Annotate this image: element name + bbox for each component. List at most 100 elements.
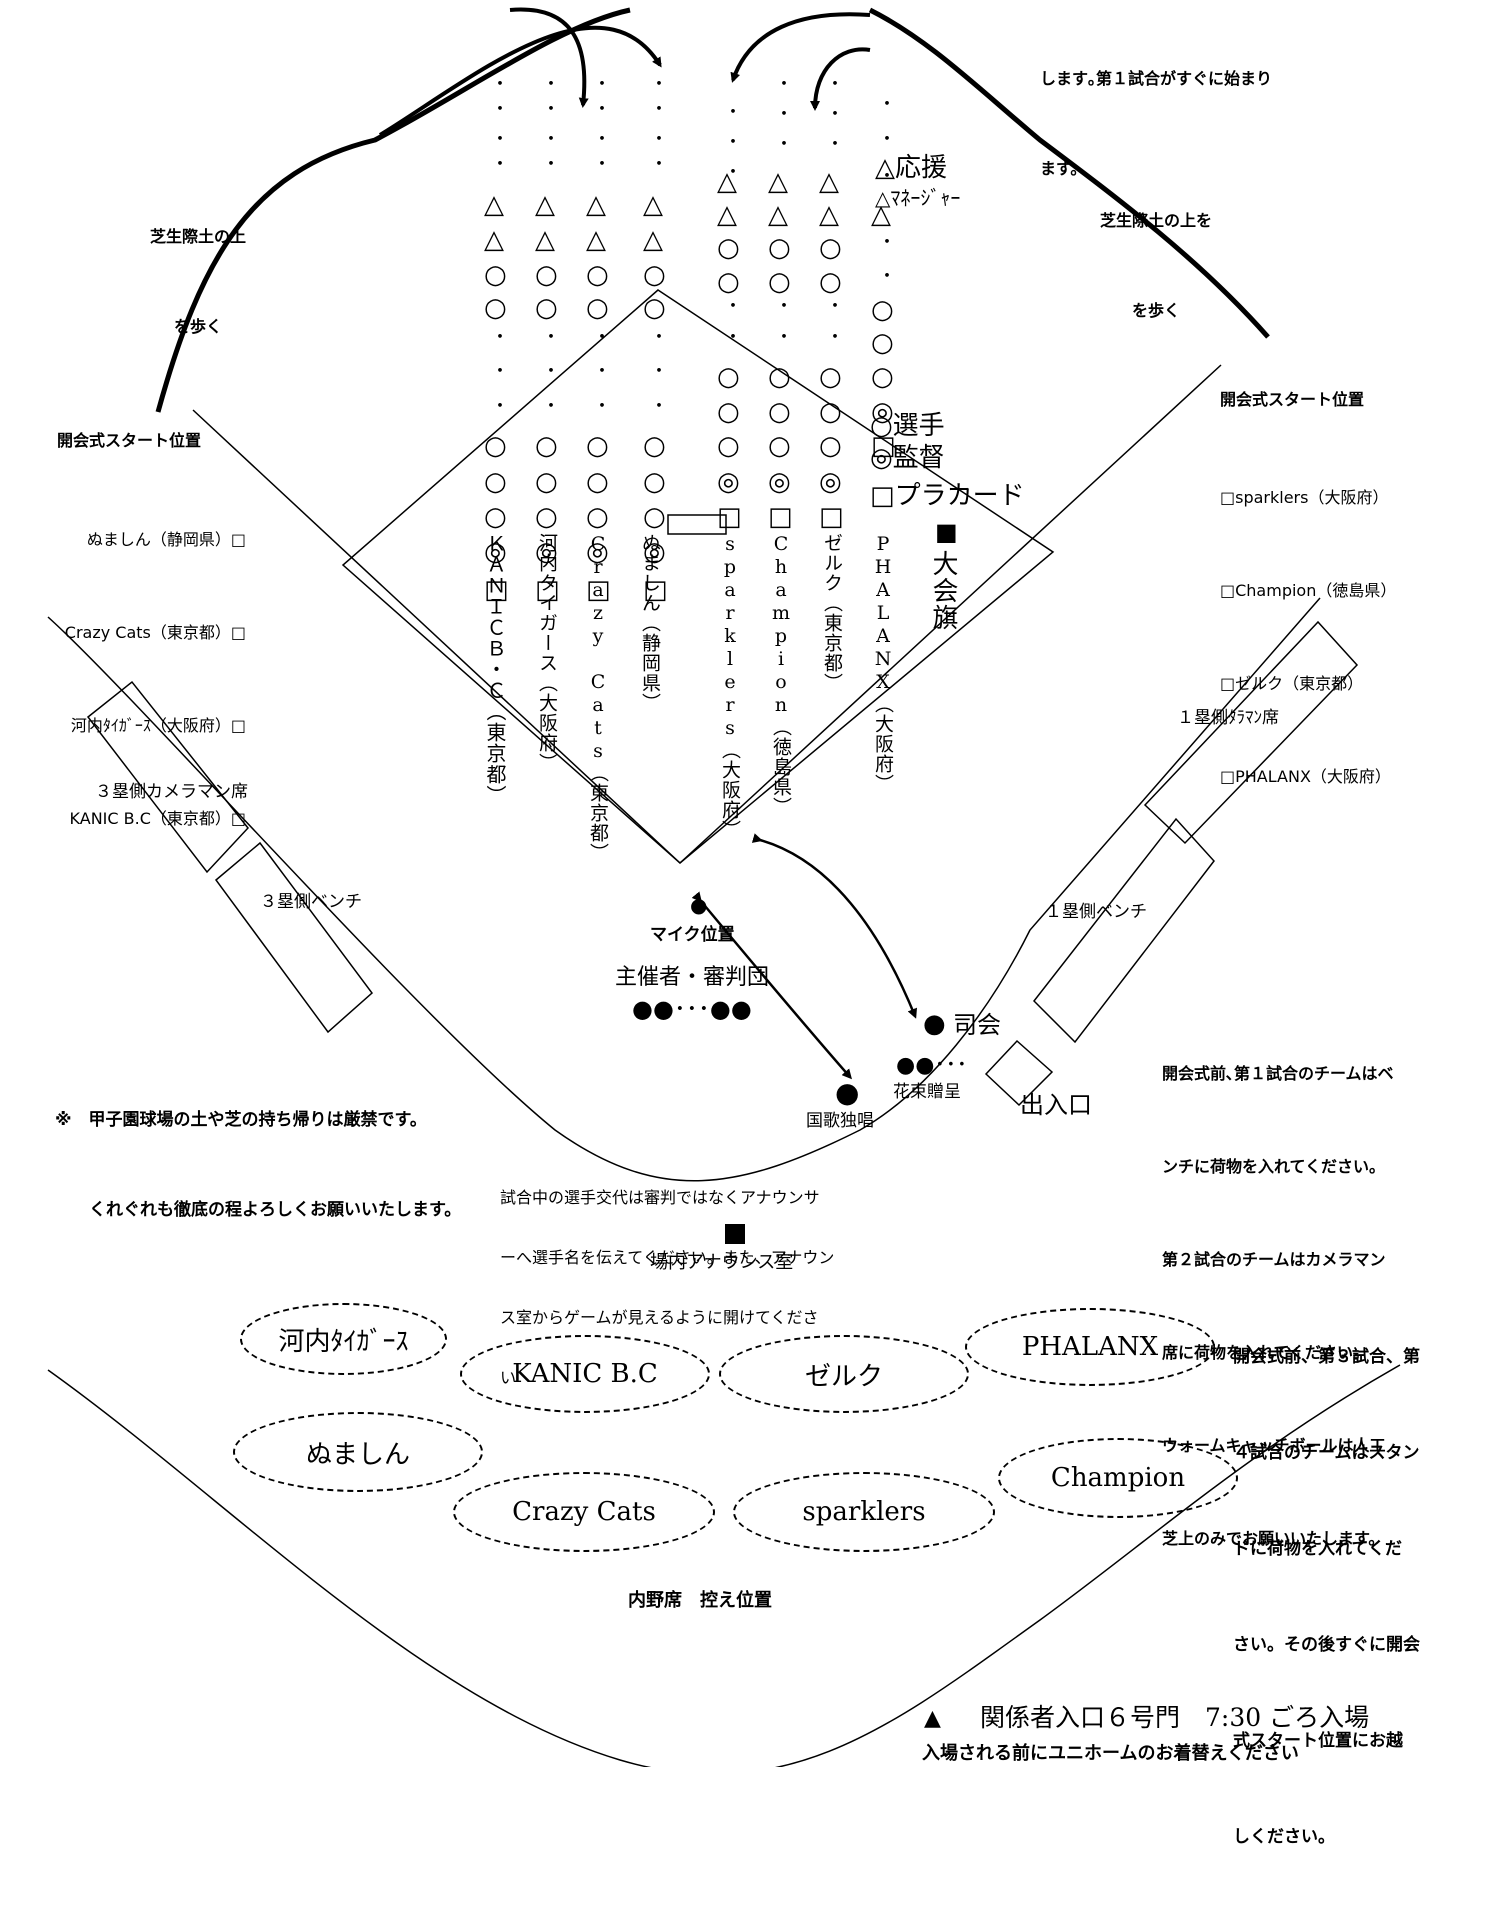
- anthem-label: 国歌独唱: [806, 1111, 874, 1131]
- waiting-area: Crazy Cats: [453, 1472, 715, 1552]
- formation-symbol: ○: [484, 467, 507, 497]
- mic-label: マイク位置: [650, 925, 735, 945]
- waiting-area: sparklers: [733, 1472, 995, 1552]
- third-camera-box: [86, 680, 249, 874]
- formation-symbol: △: [819, 167, 839, 197]
- formation-symbol: ・: [491, 327, 509, 348]
- warning-line: くれぐれも徹底の程よろしくお願いいたします。: [55, 1200, 462, 1220]
- team-label: ゼルク（東京都）: [821, 533, 843, 693]
- formation-symbol: □: [768, 502, 793, 532]
- formation-symbol: ・: [542, 74, 560, 95]
- waiting-area: PHALANX: [965, 1308, 1215, 1386]
- formation-symbol: ○: [643, 502, 666, 532]
- right-start-team: □PHALANX（大阪府）: [1220, 767, 1391, 786]
- warning-line: ※ 甲子園球場の土や芝の持ち帰りは厳禁です。: [55, 1110, 427, 1130]
- formation-symbol: ○: [768, 397, 791, 427]
- third-base-line: [192, 409, 681, 864]
- formation-symbol: ・: [775, 327, 793, 348]
- team-label: PHALANX（大阪府）: [872, 533, 894, 794]
- team-label: Crazy Cats（東京都）: [587, 533, 609, 863]
- waiting-area: Champion: [998, 1438, 1238, 1518]
- legend-support: △応援: [875, 153, 947, 183]
- formation-symbol: ◎: [484, 537, 507, 567]
- turf-left-label: 芝生際土の上 を歩く: [150, 162, 246, 402]
- formation-symbol: ○: [819, 233, 842, 263]
- formation-symbol: ○: [717, 362, 740, 392]
- mic-dot: ●: [690, 893, 708, 917]
- right-start-title: 開会式スタート位置: [1220, 390, 1365, 409]
- stand-note: 開会式前、第３試合、第 ４試合のチームはスタン ドに荷物を入れてくだ さい。その…: [1233, 1277, 1420, 1917]
- formation-symbol: ・: [593, 99, 611, 120]
- turf-left-line: 芝生際土の上: [150, 227, 247, 246]
- formation-symbol: ・: [542, 327, 560, 348]
- team-label: 河内タイガース（大阪府）: [536, 533, 558, 773]
- formation-symbol: △: [768, 167, 788, 197]
- formation-symbol: △: [717, 167, 737, 197]
- formation-symbol: ・: [542, 129, 560, 150]
- bouquet-dots: ●●･･･: [896, 1053, 968, 1078]
- formation-symbol: ○: [484, 293, 507, 323]
- mc-dot: ●: [923, 1009, 946, 1039]
- formation-symbol: ・: [542, 396, 560, 417]
- formation-symbol: ・: [542, 154, 560, 175]
- formation-symbol: □: [586, 575, 611, 605]
- formation-symbol: ・: [775, 104, 793, 125]
- formation-symbol: ○: [586, 260, 609, 290]
- bouquet-label: 花束贈呈: [893, 1082, 961, 1102]
- formation-symbol: ○: [871, 362, 894, 392]
- formation-symbol: △: [768, 200, 788, 230]
- formation-symbol: ・: [491, 99, 509, 120]
- arrow-left-outer: [378, 25, 662, 137]
- formation-symbol: ○: [768, 267, 791, 297]
- formation-symbol: ・: [724, 327, 742, 348]
- stand-note-line: さい。その後すぐに開会: [1233, 1635, 1420, 1655]
- bench-note-line: 第２試合のチームはカメラマン: [1162, 1250, 1386, 1269]
- left-start-team: KANIC B.C（東京都）□: [69, 809, 246, 828]
- legend-director: ◎監督: [870, 443, 945, 473]
- formation-symbol: ○: [484, 431, 507, 461]
- formation-symbol: ・: [878, 232, 896, 253]
- formation-symbol: ○: [535, 260, 558, 290]
- formation-symbol: ◎: [717, 467, 740, 497]
- organizers-dots: ●●･･･●●: [632, 995, 752, 1023]
- bench-note-line: 開会式前､第１試合のチームはベ: [1162, 1064, 1394, 1083]
- formation-symbol: ◎: [586, 537, 609, 567]
- stand-note-line: 式スタート位置にお越: [1233, 1731, 1403, 1751]
- formation-symbol: ○: [586, 431, 609, 461]
- waiting-area: ぬましん: [233, 1412, 483, 1492]
- gate-icon: ▲: [924, 1706, 941, 1731]
- announce-room-marker: [725, 1224, 745, 1244]
- formation-symbol: ○: [535, 467, 558, 497]
- formation-symbol: ○: [717, 431, 740, 461]
- formation-symbol: ○: [484, 502, 507, 532]
- infield-seats-label: 内野席 控え位置: [628, 1590, 772, 1611]
- formation-symbol: ◎: [643, 537, 666, 567]
- field-lines: [47, 7, 1401, 1767]
- formation-symbol: ・: [542, 99, 560, 120]
- center-marker-box: [667, 514, 727, 535]
- left-start-list: ぬましん（静岡県）□ Crazy Cats（東京都）□ 河内ﾀｲｶﾞｰｽ（大阪府…: [12, 462, 246, 896]
- formation-symbol: ・: [826, 74, 844, 95]
- third-camera-label: ３塁側カメラマン席: [95, 782, 248, 802]
- first-camera-label: １塁側ﾀﾗﾏﾝ席: [1177, 708, 1279, 728]
- formation-symbol: ・: [826, 134, 844, 155]
- announce-note-line: ーへ選手名を伝えてください。また、アナウン: [500, 1248, 835, 1267]
- formation-symbol: ○: [586, 467, 609, 497]
- formation-symbol: ○: [819, 397, 842, 427]
- top-note-line: します｡第１試合がすぐに始まり: [1040, 69, 1273, 88]
- formation-symbol: ・: [491, 361, 509, 382]
- formation-symbol: ○: [871, 328, 894, 358]
- formation-symbol: ・: [650, 361, 668, 382]
- formation-symbol: ・: [724, 132, 742, 153]
- uniform-note: 入場される前にユニホームのお着替えください: [922, 1743, 1299, 1764]
- team-label: Champion（徳島県）: [770, 533, 792, 817]
- formation-symbol: ・: [724, 296, 742, 317]
- flag-label: 大会旗: [928, 550, 958, 631]
- formation-symbol: ○: [535, 293, 558, 323]
- formation-symbol: △: [535, 190, 555, 220]
- formation-symbol: ・: [650, 99, 668, 120]
- formation-symbol: ○: [535, 502, 558, 532]
- formation-symbol: ・: [491, 154, 509, 175]
- formation-symbol: △: [586, 225, 606, 255]
- third-bench-box: [214, 841, 374, 1034]
